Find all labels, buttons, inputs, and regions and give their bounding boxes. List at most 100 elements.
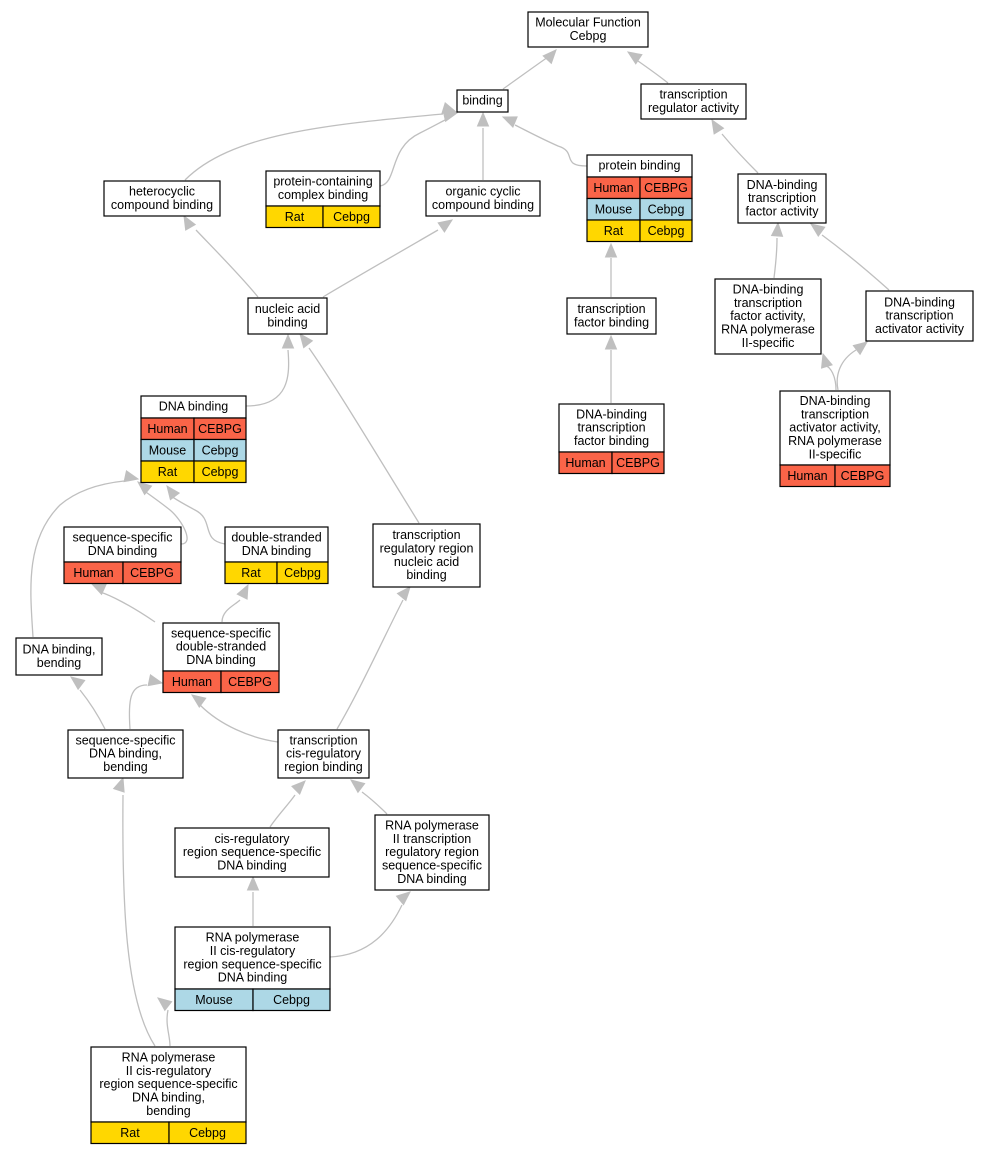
gene-label: Cebpg [202, 444, 239, 458]
edge-rp2crr-to-rp2trr [329, 891, 411, 958]
term-label-line: transcription [577, 421, 645, 435]
gene-label: Cebpg [273, 993, 310, 1007]
term-label-line: regulatory region [385, 845, 479, 859]
arrowhead [501, 116, 518, 128]
term-label-line: DNA binding [159, 400, 229, 414]
term-box [566, 297, 657, 335]
edge-ocb-to-binding [476, 111, 490, 180]
gene-cell [220, 670, 280, 694]
term-label-line: activator activity, [789, 421, 880, 435]
term-box [865, 290, 974, 342]
species-label: Rat [604, 224, 624, 238]
term-box [67, 729, 184, 779]
edge-line [245, 349, 290, 407]
edge-line [79, 689, 106, 730]
edge-tcrrb-to-ssdsdb [190, 694, 279, 743]
species-label: Mouse [595, 203, 633, 217]
term-label-line: cis-regulatory [214, 832, 290, 846]
edges-layer [30, 49, 890, 1047]
gene-label: CEBPG [616, 456, 660, 470]
term-label-line: DNA binding, [132, 1090, 205, 1104]
term-label-line: RNA polymerase [206, 931, 300, 945]
arrowhead [123, 470, 140, 483]
edge-line [322, 229, 439, 298]
term-label-line: organic cyclic [445, 185, 520, 199]
term-label-line: factor binding [574, 434, 649, 448]
edge-nab-to-het [183, 214, 259, 298]
edge-crrssdb-to-tcrrb [269, 780, 306, 828]
term-box [425, 180, 541, 217]
arrowhead [542, 49, 557, 65]
edge-line [269, 794, 296, 828]
go-term-binding[interactable]: binding [456, 89, 509, 113]
edge-dnab-to-nab [245, 333, 295, 407]
species-label: Rat [158, 465, 178, 479]
term-label-line: transcription [748, 191, 816, 205]
arrowhead [396, 586, 411, 602]
edge-line [821, 234, 890, 291]
arrowhead [476, 111, 490, 127]
gene-cell [639, 219, 693, 243]
gene-label: Cebpg [648, 203, 685, 217]
term-label-line: II-specific [742, 336, 795, 350]
term-label-line: DNA binding [88, 544, 158, 558]
arrowhead [349, 779, 366, 794]
term-label-line: transcription [392, 528, 460, 542]
term-box [247, 297, 328, 335]
edge-line [773, 237, 778, 279]
edge-pcc-to-binding [379, 109, 459, 187]
term-box [90, 1046, 247, 1123]
edge-tra-to-mf [626, 51, 669, 84]
edge-line [122, 794, 156, 1047]
edge-line [184, 113, 444, 181]
arrowhead [190, 694, 207, 708]
term-label-line: transcription [734, 296, 802, 310]
species-label: Rat [285, 210, 305, 224]
term-label-line: activator activity [875, 322, 965, 336]
arrowhead [112, 776, 125, 793]
edge-line [329, 904, 403, 958]
arrowhead [137, 481, 153, 496]
species-label: Rat [241, 566, 261, 580]
edge-line [169, 494, 226, 545]
term-label-line: double-stranded [231, 531, 321, 545]
term-box [103, 180, 221, 217]
gene-label: Cebpg [189, 1126, 226, 1140]
term-label-line: DNA binding [397, 872, 467, 886]
edge-dbtaa-to-dbtfa [809, 223, 890, 291]
species-label: Human [565, 456, 605, 470]
species-label: Mouse [149, 444, 187, 458]
term-label-line: binding [267, 315, 307, 329]
edge-ssdb-to-dnab [137, 481, 188, 545]
go-term-dbb[interactable]: DNA binding,bending [15, 637, 103, 676]
term-box [558, 403, 665, 453]
term-label-line: sequence-specific [75, 733, 175, 747]
term-box [737, 173, 827, 224]
arrowhead [90, 583, 107, 596]
arrowhead [246, 875, 260, 891]
